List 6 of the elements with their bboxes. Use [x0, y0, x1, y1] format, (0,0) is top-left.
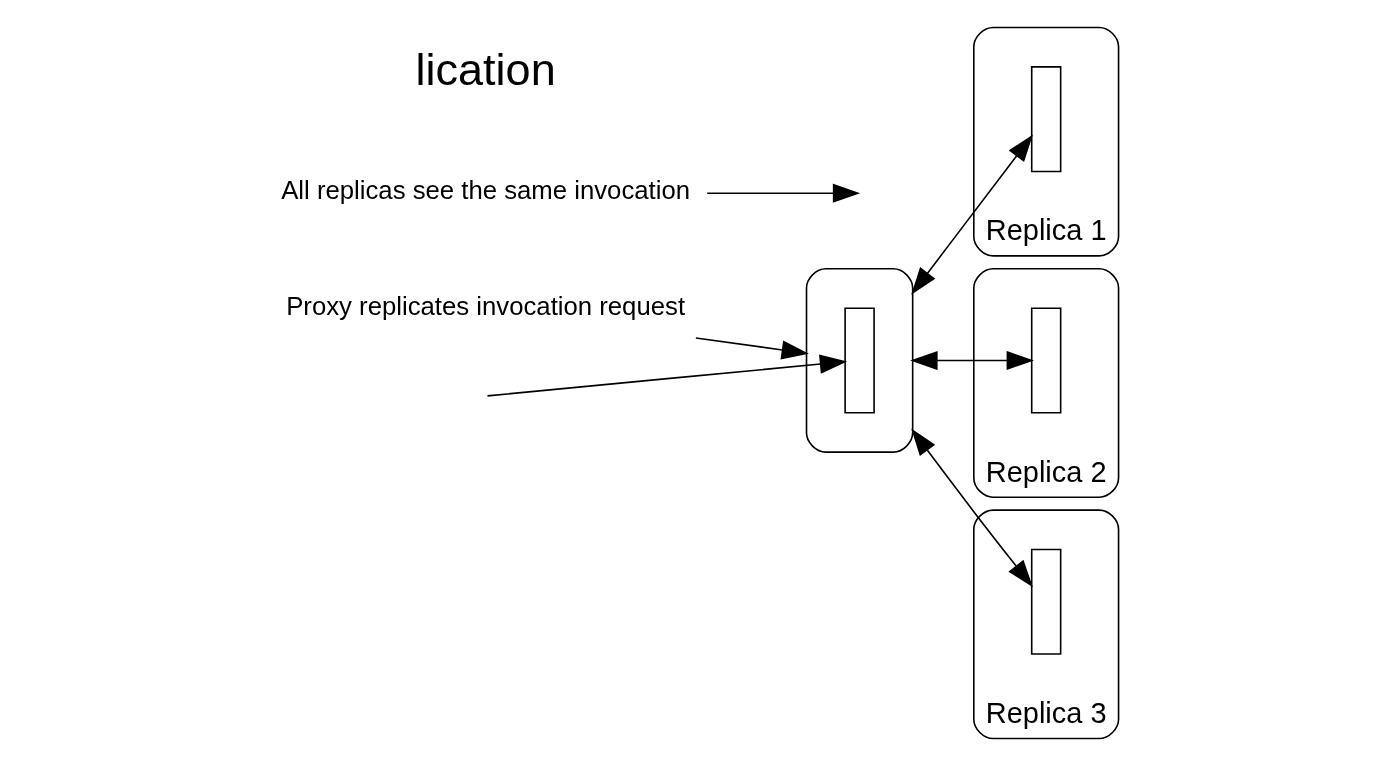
node-text: Proxy replicates invocation request: [286, 292, 686, 321]
node-text: All replicas see the same invocation: [281, 176, 691, 205]
node-label: Replica 3: [985, 697, 1107, 730]
node-label: Replica 1: [985, 214, 1107, 247]
node-label: Replica 2: [985, 455, 1107, 488]
label: lication: [415, 44, 556, 96]
